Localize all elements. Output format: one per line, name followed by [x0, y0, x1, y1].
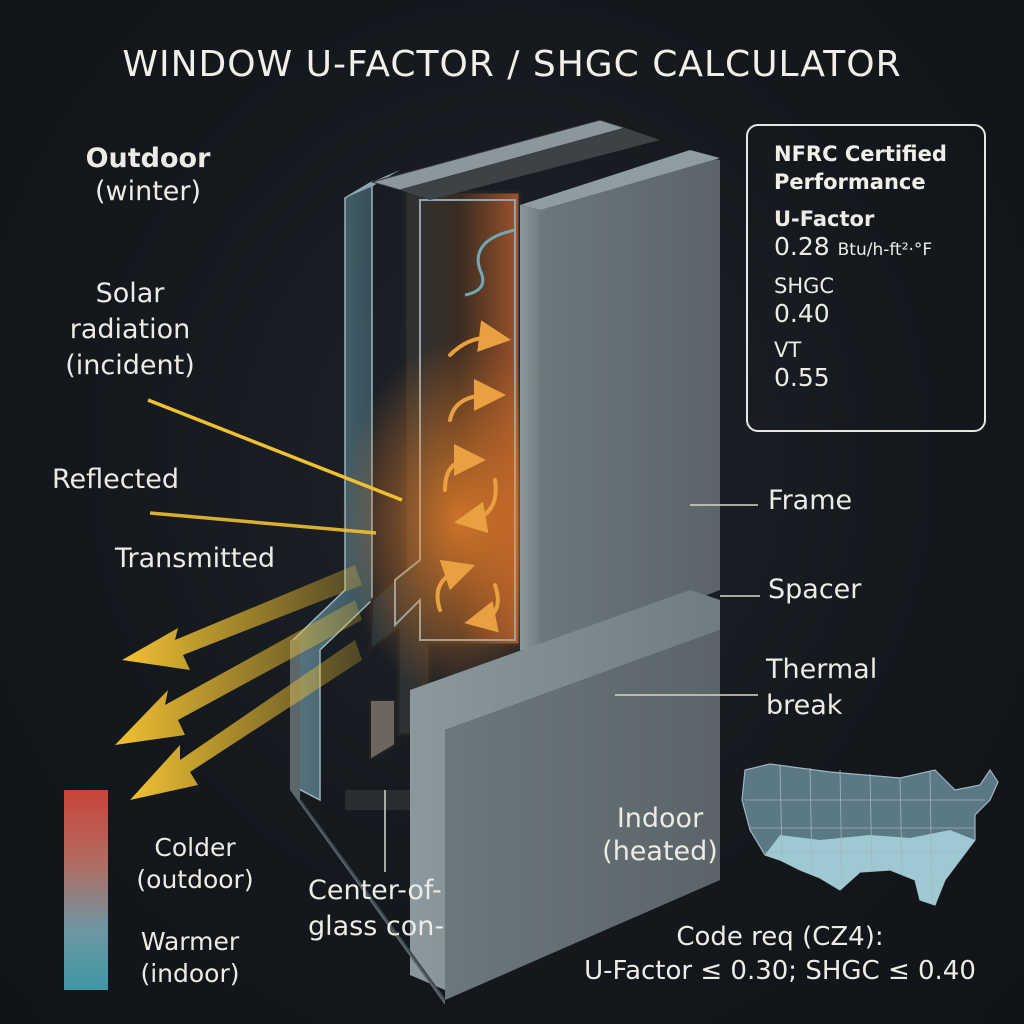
ufactor-unit: Btu/h-ft²·°F: [837, 240, 933, 260]
page-title: WINDOW U-FACTOR / SHGC CALCULATOR: [122, 44, 902, 85]
ufactor-value: 0.28: [774, 232, 830, 261]
legend-warmer-label: Warmer (indoor): [115, 926, 265, 990]
panel-title-line2: Performance: [774, 170, 926, 194]
ufactor-label: U-Factor: [774, 207, 875, 231]
us-climate-map: [741, 763, 999, 906]
solar-label-line3: (incident): [65, 350, 195, 381]
indoor-label-line1: Indoor: [616, 803, 704, 834]
center-label-line2: glass con-: [308, 911, 445, 942]
legend-colder-line1: Colder: [154, 833, 236, 862]
center-label-line1: Center-of-: [308, 875, 442, 906]
legend-colder-line2: (outdoor): [136, 865, 254, 894]
shgc-label: SHGC: [774, 274, 835, 298]
frame-label: Frame: [768, 485, 853, 516]
outdoor-label-line1: Outdoor: [85, 143, 211, 174]
reflected-ray: [149, 511, 377, 535]
panel-title-line1: NFRC Certified: [774, 142, 947, 166]
incident-ray: [147, 398, 403, 502]
center-of-glass-label: Center-of- glass con-: [308, 873, 444, 945]
outdoor-label: Outdoor (winter): [68, 142, 228, 208]
solar-label-line1: Solar: [95, 278, 165, 309]
solar-label-line2: radiation: [69, 314, 191, 345]
cold-draft-arrow: [464, 228, 516, 297]
leader-lines: [384, 504, 760, 872]
temperature-legend-bar: [64, 790, 108, 990]
vt-label: VT: [774, 338, 802, 362]
convection-arrows: [435, 320, 511, 633]
thermal-label-line2: break: [766, 690, 843, 721]
transmitted-arrows: [115, 565, 362, 800]
vt-value: 0.55: [774, 363, 830, 392]
thermal-break-label: Thermal break: [766, 652, 877, 724]
code-req-line1: Code req (CZ4):: [676, 922, 884, 952]
outdoor-label-line2: (winter): [94, 176, 202, 207]
spacer-label: Spacer: [768, 574, 862, 605]
solar-radiation-label: Solar radiation (incident): [40, 276, 220, 384]
indoor-label-line2: (heated): [602, 836, 718, 867]
indoor-label: Indoor (heated): [580, 802, 740, 868]
reflected-label: Reflected: [52, 464, 179, 495]
legend-warmer-line2: (indoor): [140, 959, 240, 988]
nfrc-performance-panel: NFRC Certified Performance U-Factor 0.28…: [746, 124, 986, 432]
solar-rays: [147, 398, 403, 535]
legend-colder-label: Colder (outdoor): [120, 832, 270, 896]
code-req-line2: U-Factor ≤ 0.30; SHGC ≤ 0.40: [584, 956, 976, 986]
legend-warmer-line1: Warmer: [140, 927, 240, 956]
ufactor-row: 0.28 Btu/h-ft²·°F: [774, 232, 984, 265]
spacer-block: [345, 699, 430, 810]
thermal-label-line1: Thermal: [766, 654, 878, 685]
transmitted-label: Transmitted: [115, 543, 276, 574]
shgc-value: 0.40: [774, 299, 830, 328]
window-frame: [290, 119, 720, 1005]
code-requirement: Code req (CZ4): U-Factor ≤ 0.30; SHGC ≤ …: [560, 920, 1000, 988]
